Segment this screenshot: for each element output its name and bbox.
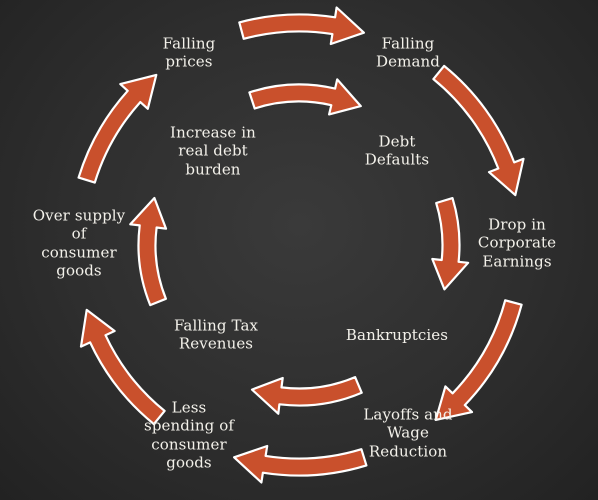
node-over-supply-of-consumer-goods: Over supply of consumer goods [32,206,126,280]
outer-arrow-earnings-to-layoffs [434,299,523,421]
inner-arrow-defaults-to-bankruptcies [431,197,470,291]
outer-arrow-spending-to-oversupply [79,308,166,426]
node-falling-tax-revenues: Falling Tax Revenues [173,316,259,353]
node-bankruptcies: Bankruptcies [345,325,449,344]
node-drop-in-corporate-earnings: Drop in Corporate Earnings [477,215,557,271]
outer-arrow-oversupply-to-prices [77,73,158,184]
node-less-spending-of-consumer-goods: Less spending of consumer goods [144,398,234,472]
node-layoffs-and-wage-reduction: Layoffs and Wage Reduction [363,405,453,461]
node-falling-demand: Falling Demand [376,34,440,71]
inner-arrow-tax-revenues-to-debt-burden [129,196,168,307]
inner-arrow-bankruptcies-to-tax-revenues [250,376,363,415]
outer-arrow-layoffs-to-spending [233,444,368,484]
node-debt-defaults: Debt Defaults [364,132,430,169]
outer-arrow-prices-to-demand [238,6,365,46]
node-falling-prices: Falling prices [162,34,216,71]
node-increase-in-real-debt-burden: Increase in real debt burden [170,123,256,179]
outer-arrow-demand-to-earnings [432,64,525,197]
inner-arrow-debt-burden-to-defaults [248,78,362,116]
